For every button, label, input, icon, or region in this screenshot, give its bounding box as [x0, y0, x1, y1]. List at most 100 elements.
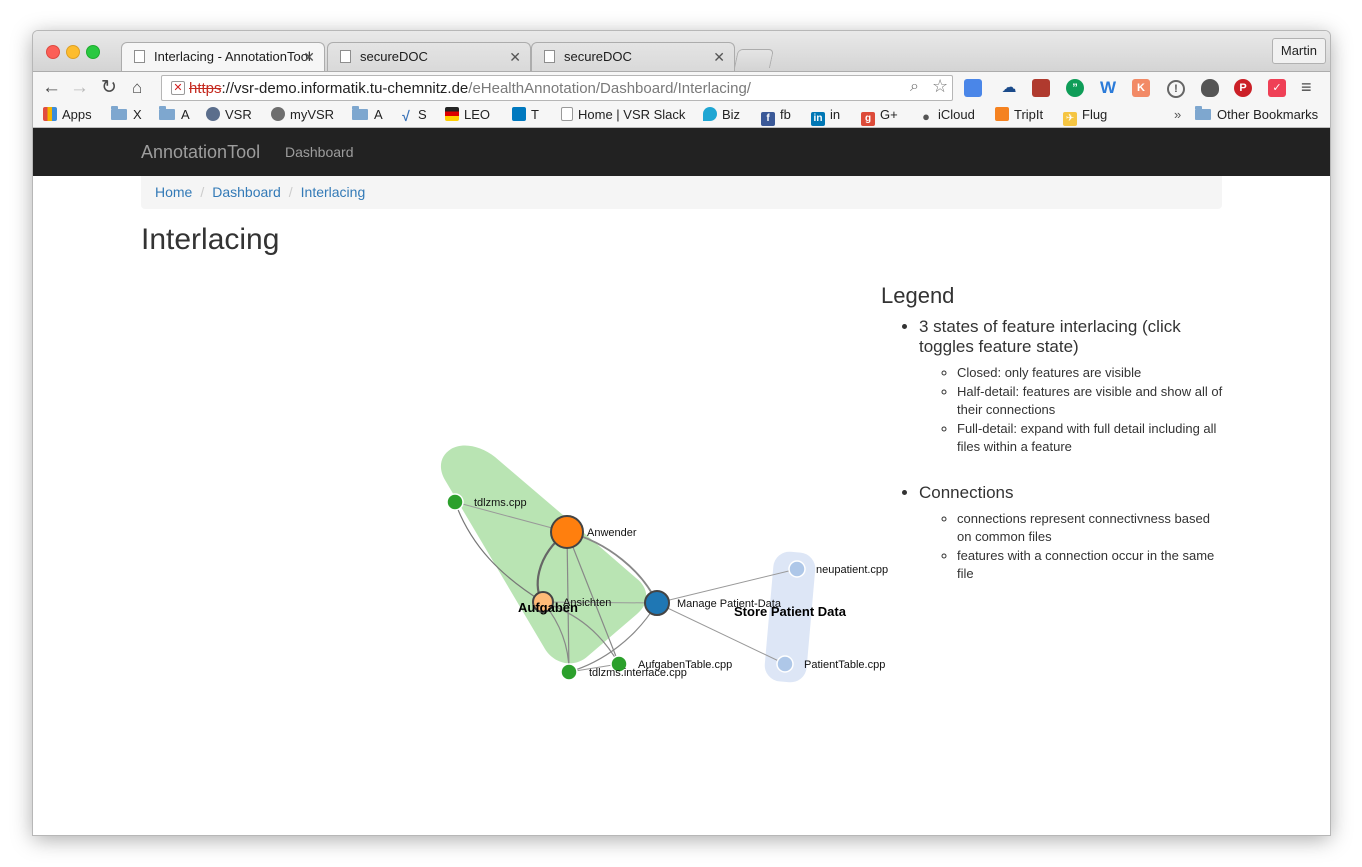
legend-panel: Legend 3 states of feature interlacing (…: [881, 283, 1226, 610]
bookmark-a[interactable]: A: [159, 106, 190, 123]
tab-securedoc-2[interactable]: secureDOC ✕: [531, 42, 735, 71]
tripit-icon: [995, 107, 1009, 121]
bookmark-leo[interactable]: LEO: [445, 107, 490, 123]
url-host: ://vsr-demo.informatik.tu-chemnitz.de: [221, 80, 469, 97]
pinterest-extension-icon[interactable]: P: [1234, 79, 1252, 97]
bookmark-icloud[interactable]: ●iCloud: [919, 107, 975, 124]
node-manage-patient-data[interactable]: [644, 590, 670, 616]
bookmarks-bar: Apps X A VSR myVSR A √S LEO T Home | VSR…: [33, 103, 1330, 128]
evernote-extension-icon[interactable]: [1201, 79, 1219, 97]
page-icon: [134, 50, 145, 63]
folder-icon: [352, 106, 368, 120]
bookmark-biz[interactable]: Biz: [703, 107, 740, 123]
calendar-extension-icon[interactable]: [964, 79, 982, 97]
page-title: Interlacing: [141, 223, 280, 256]
url-scheme: https: [189, 80, 222, 97]
bookmark-apps[interactable]: Apps: [43, 107, 92, 123]
hangouts-extension-icon[interactable]: ”: [1066, 79, 1084, 97]
cloud-extension-icon[interactable]: ☁: [1001, 79, 1017, 96]
edge: [656, 568, 798, 604]
tab-close-icon[interactable]: ✕: [509, 49, 521, 65]
close-window-button[interactable]: [46, 45, 60, 59]
label-anwender: Anwender: [587, 527, 637, 539]
photo-extension-icon[interactable]: [1032, 79, 1050, 97]
bookmark-t[interactable]: T: [512, 107, 539, 123]
bookmark-vsr[interactable]: VSR: [206, 107, 252, 123]
address-bar[interactable]: ✕ https://vsr-demo.informatik.tu-chemnit…: [161, 75, 953, 101]
page-icon: [340, 50, 351, 63]
profile-button[interactable]: Martin: [1271, 38, 1326, 64]
legend-section-states: 3 states of feature interlacing (click t…: [919, 317, 1226, 457]
group-label-aufgaben: Aufgaben: [518, 600, 578, 615]
vsr-icon: [206, 107, 220, 121]
label-aufgabentable-cpp: AufgabenTable.cpp: [638, 659, 732, 671]
bookmark-s[interactable]: √S: [399, 107, 427, 123]
node-tdlzms-interface-cpp[interactable]: [560, 663, 578, 681]
legend-item: features with a connection occur in the …: [957, 547, 1226, 584]
myvsr-icon: [271, 107, 285, 121]
legend-item: Half-detail: features are visible and sh…: [957, 383, 1226, 420]
bookmark-star-icon[interactable]: ☆: [932, 76, 949, 96]
node-aufgabentable-cpp[interactable]: [610, 655, 628, 673]
tab-close-icon[interactable]: ✕: [713, 49, 725, 65]
zoom-window-button[interactable]: [86, 45, 100, 59]
bookmark-vsr-slack[interactable]: Home | VSR Slack: [561, 107, 685, 123]
breadcrumb-home[interactable]: Home: [155, 184, 193, 200]
tab-interlacing[interactable]: Interlacing - AnnotationTool ✕: [121, 42, 325, 71]
node-anwender[interactable]: [550, 515, 584, 549]
page-icon: [561, 107, 573, 121]
breadcrumb-dashboard[interactable]: Dashboard: [212, 184, 281, 200]
forward-arrow-icon[interactable]: →: [70, 77, 89, 98]
nav-dashboard-link[interactable]: Dashboard: [285, 144, 354, 160]
node-ansichten[interactable]: [532, 591, 554, 613]
group-label-store-patient-data: Store Patient Data: [734, 604, 847, 619]
menu-hamburger-icon[interactable]: ≡: [1301, 77, 1312, 97]
node-tdlzms-cpp[interactable]: [446, 493, 464, 511]
group-hull-store-patient-data[interactable]: [763, 550, 816, 683]
node-patienttable-cpp[interactable]: [776, 655, 794, 673]
edge: [542, 601, 658, 604]
brand-link[interactable]: AnnotationTool: [141, 142, 261, 162]
legend-title: Legend: [881, 283, 955, 308]
back-arrow-icon[interactable]: ←: [42, 77, 61, 98]
pocket-extension-icon[interactable]: ✓: [1268, 79, 1286, 97]
tab-title: secureDOC: [360, 49, 428, 64]
node-neupatient-cpp[interactable]: [788, 560, 806, 578]
zoom-search-icon[interactable]: ⌕: [910, 78, 919, 95]
word-extension-icon[interactable]: W: [1099, 78, 1117, 97]
airplane-icon: ✈: [1063, 112, 1077, 126]
insecure-lock-icon[interactable]: ✕: [171, 81, 185, 95]
bookmark-x[interactable]: X: [111, 106, 142, 123]
info-extension-icon[interactable]: !: [1167, 80, 1185, 98]
legend-item: Full-detail: expand with full detail inc…: [957, 420, 1226, 457]
group-hull-aufgaben[interactable]: [440, 445, 647, 664]
bookmark-flug[interactable]: ✈Flug: [1063, 107, 1107, 126]
bookmark-tripit[interactable]: TripIt: [995, 107, 1043, 123]
breadcrumb-interlacing[interactable]: Interlacing: [300, 184, 366, 200]
other-bookmarks[interactable]: Other Bookmarks: [1195, 106, 1318, 123]
home-icon[interactable]: ⌂: [132, 78, 143, 97]
tab-bar: Interlacing - AnnotationTool ✕ secureDOC…: [33, 31, 1330, 71]
bookmark-a-2[interactable]: A: [352, 106, 383, 123]
k-extension-icon[interactable]: K: [1132, 79, 1150, 97]
reload-icon[interactable]: ↻: [101, 77, 117, 98]
url-text[interactable]: https://vsr-demo.informatik.tu-chemnitz.…: [189, 80, 751, 97]
url-path: /eHealthAnnotation/Dashboard/Interlacing…: [468, 80, 751, 97]
tab-securedoc-1[interactable]: secureDOC ✕: [327, 42, 531, 71]
tab-close-icon[interactable]: ✕: [303, 49, 315, 65]
browser-window: Interlacing - AnnotationTool ✕ secureDOC…: [33, 31, 1330, 835]
legend-section-connections: Connections connections represent connec…: [919, 483, 1226, 584]
page-icon: [544, 50, 555, 63]
leo-flag-icon: [445, 107, 459, 121]
breadcrumb: Home/Dashboard/Interlacing: [141, 176, 1222, 209]
new-tab-button[interactable]: [733, 49, 775, 68]
label-tdlzms-cpp: tdlzms.cpp: [474, 497, 527, 509]
legend-item: connections represent connectivness base…: [957, 510, 1226, 547]
edge: [454, 501, 544, 603]
minimize-window-button[interactable]: [66, 45, 80, 59]
bookmark-myvsr[interactable]: myVSR: [271, 107, 334, 123]
bookmarks-overflow-chevron[interactable]: »: [1174, 107, 1182, 122]
